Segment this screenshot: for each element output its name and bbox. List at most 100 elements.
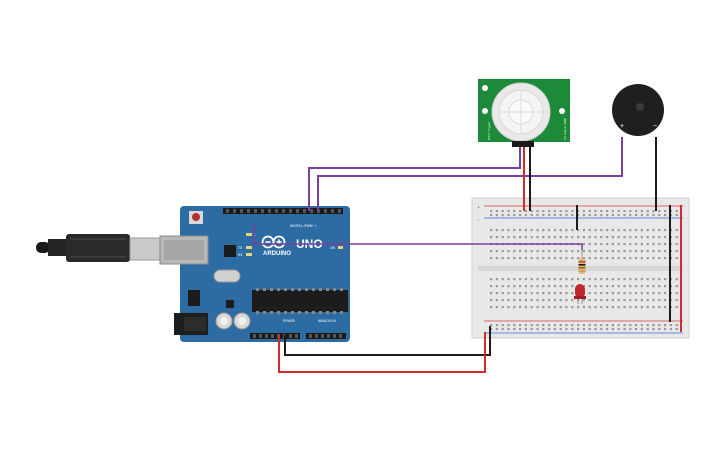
breadboard-hole[interactable] [611, 257, 614, 260]
breadboard-hole[interactable] [490, 214, 493, 217]
breadboard-hole[interactable] [623, 299, 626, 302]
breadboard-hole[interactable] [635, 214, 638, 217]
breadboard-hole[interactable] [524, 324, 527, 327]
breadboard-hole[interactable] [571, 214, 574, 217]
breadboard-hole[interactable] [664, 236, 667, 239]
breadboard-hole[interactable] [640, 328, 643, 331]
breadboard-hole[interactable] [582, 306, 585, 309]
breadboard-hole[interactable] [513, 299, 516, 302]
breadboard-hole[interactable] [623, 278, 626, 281]
breadboard-hole[interactable] [536, 285, 539, 288]
breadboard-hole[interactable] [594, 243, 597, 246]
breadboard-hole[interactable] [652, 285, 655, 288]
breadboard-hole[interactable] [652, 278, 655, 281]
breadboard-hole[interactable] [606, 306, 609, 309]
breadboard-hole[interactable] [495, 278, 498, 281]
breadboard-hole[interactable] [501, 328, 504, 331]
breadboard-hole[interactable] [559, 285, 562, 288]
breadboard-hole[interactable] [495, 324, 498, 327]
breadboard-hole[interactable] [548, 278, 551, 281]
breadboard-hole[interactable] [559, 306, 562, 309]
breadboard-hole[interactable] [490, 306, 493, 309]
breadboard-hole[interactable] [646, 250, 649, 253]
breadboard-hole[interactable] [658, 236, 661, 239]
breadboard-hole[interactable] [577, 306, 580, 309]
breadboard-hole[interactable] [519, 292, 522, 295]
breadboard-hole[interactable] [623, 257, 626, 260]
breadboard-hole[interactable] [652, 243, 655, 246]
breadboard-hole[interactable] [548, 299, 551, 302]
breadboard-hole[interactable] [495, 214, 498, 217]
breadboard-hole[interactable] [594, 229, 597, 232]
breadboard-hole[interactable] [490, 292, 493, 295]
breadboard-hole[interactable] [588, 278, 591, 281]
breadboard-hole[interactable] [646, 229, 649, 232]
breadboard-hole[interactable] [495, 306, 498, 309]
breadboard-hole[interactable] [507, 292, 510, 295]
breadboard-hole[interactable] [635, 250, 638, 253]
breadboard-hole[interactable] [548, 285, 551, 288]
breadboard-hole[interactable] [600, 306, 603, 309]
breadboard-hole[interactable] [519, 328, 522, 331]
breadboard-hole[interactable] [658, 285, 661, 288]
breadboard-hole[interactable] [594, 285, 597, 288]
breadboard-hole[interactable] [675, 324, 678, 327]
breadboard-hole[interactable] [617, 324, 620, 327]
breadboard-hole[interactable] [571, 210, 574, 213]
breadboard-hole[interactable] [565, 229, 568, 232]
breadboard-hole[interactable] [588, 214, 591, 217]
breadboard-hole[interactable] [652, 299, 655, 302]
breadboard-hole[interactable] [611, 236, 614, 239]
breadboard-hole[interactable] [652, 306, 655, 309]
usb-cable[interactable] [36, 234, 161, 262]
breadboard-hole[interactable] [513, 250, 516, 253]
breadboard-hole[interactable] [629, 250, 632, 253]
breadboard-hole[interactable] [658, 214, 661, 217]
breadboard-hole[interactable] [611, 243, 614, 246]
breadboard-hole[interactable] [553, 328, 556, 331]
breadboard-hole[interactable] [652, 229, 655, 232]
breadboard-hole[interactable] [617, 257, 620, 260]
breadboard-hole[interactable] [490, 278, 493, 281]
breadboard-hole[interactable] [548, 306, 551, 309]
breadboard-hole[interactable] [559, 278, 562, 281]
breadboard-hole[interactable] [606, 214, 609, 217]
breadboard-hole[interactable] [594, 236, 597, 239]
pir-sensor[interactable]: Echo Trigger 5V Signal GND [478, 79, 570, 147]
breadboard-hole[interactable] [490, 285, 493, 288]
breadboard-hole[interactable] [507, 299, 510, 302]
breadboard-hole[interactable] [646, 285, 649, 288]
breadboard-hole[interactable] [635, 306, 638, 309]
breadboard-hole[interactable] [675, 278, 678, 281]
breadboard-hole[interactable] [536, 278, 539, 281]
breadboard-hole[interactable] [635, 292, 638, 295]
breadboard-hole[interactable] [617, 292, 620, 295]
breadboard-hole[interactable] [635, 328, 638, 331]
breadboard-hole[interactable] [675, 257, 678, 260]
breadboard-hole[interactable] [675, 236, 678, 239]
breadboard-hole[interactable] [600, 243, 603, 246]
breadboard-hole[interactable] [646, 214, 649, 217]
breadboard-hole[interactable] [490, 210, 493, 213]
breadboard-hole[interactable] [617, 250, 620, 253]
breadboard-hole[interactable] [606, 243, 609, 246]
breadboard-hole[interactable] [600, 229, 603, 232]
breadboard-hole[interactable] [629, 236, 632, 239]
breadboard-hole[interactable] [577, 278, 580, 281]
breadboard-hole[interactable] [646, 257, 649, 260]
breadboard-hole[interactable] [530, 299, 533, 302]
breadboard-hole[interactable] [507, 229, 510, 232]
breadboard-hole[interactable] [617, 278, 620, 281]
breadboard-hole[interactable] [542, 229, 545, 232]
breadboard-hole[interactable] [519, 324, 522, 327]
breadboard-hole[interactable] [536, 229, 539, 232]
breadboard-hole[interactable] [490, 250, 493, 253]
breadboard-hole[interactable] [617, 306, 620, 309]
breadboard-hole[interactable] [600, 328, 603, 331]
breadboard-hole[interactable] [594, 210, 597, 213]
breadboard-hole[interactable] [617, 229, 620, 232]
breadboard-hole[interactable] [675, 285, 678, 288]
breadboard-hole[interactable] [629, 292, 632, 295]
breadboard-hole[interactable] [565, 324, 568, 327]
breadboard-hole[interactable] [519, 278, 522, 281]
